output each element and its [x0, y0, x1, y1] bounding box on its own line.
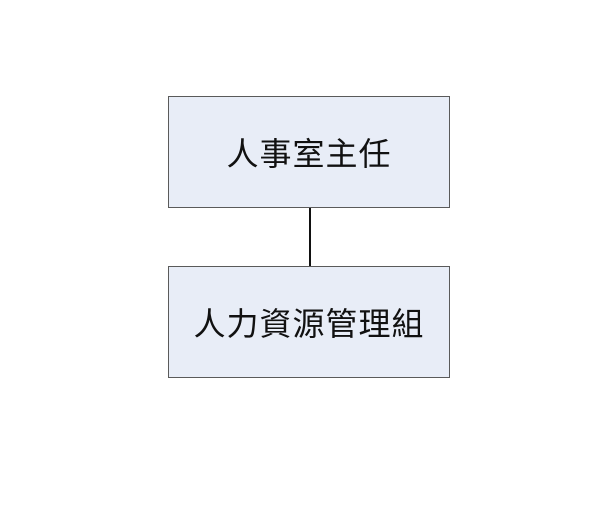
connector-line — [309, 208, 311, 267]
node-director: 人事室主任 — [168, 96, 450, 208]
node-director-label: 人事室主任 — [226, 135, 392, 173]
node-hr-management-group: 人力資源管理組 — [168, 266, 450, 378]
node-hr-management-group-label: 人力資源管理組 — [193, 305, 425, 343]
